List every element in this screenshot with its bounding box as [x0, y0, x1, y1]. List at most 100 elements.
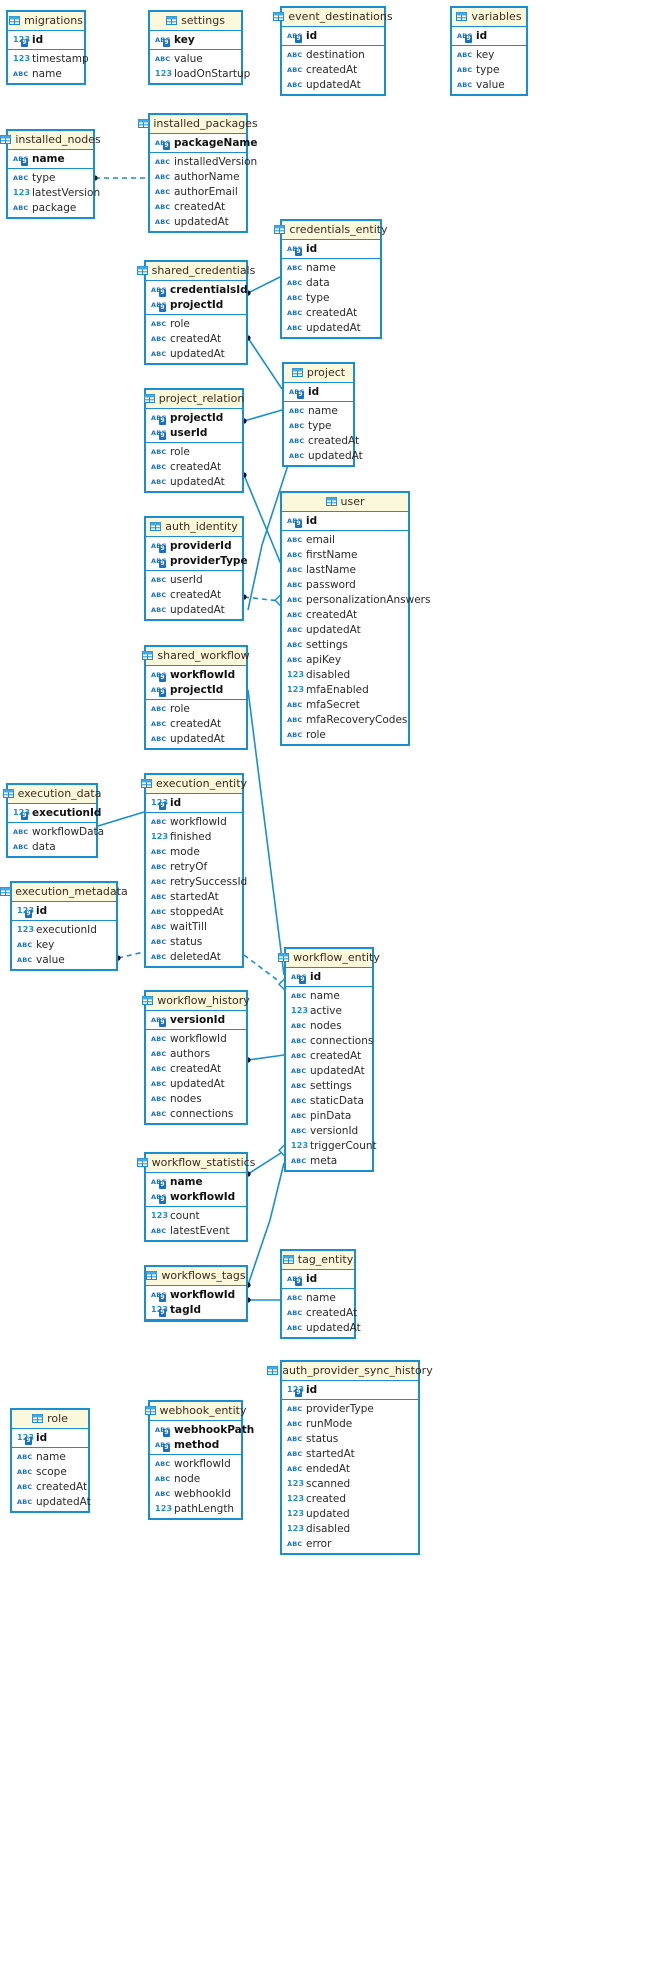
- column-name: id: [308, 385, 320, 398]
- primary-key-column: ABC9providerType: [146, 553, 248, 568]
- column-name: createdAt: [174, 200, 226, 213]
- primary-key-column: 1239id: [282, 1382, 418, 1397]
- numeric-type-icon: 123: [287, 669, 305, 679]
- column-name: webhookId: [174, 1487, 232, 1500]
- entity-table-project[interactable]: projectABC9idABCnameABCtypeABCcreatedAtA…: [282, 362, 363, 467]
- entity-table-execution_metadata[interactable]: execution_metadata1239id123executionIdAB…: [0, 881, 128, 971]
- column-name: createdAt: [306, 1306, 358, 1319]
- entity-table-execution_entity[interactable]: execution_entity1239idABCworkflowId123fi…: [140, 773, 247, 968]
- column-name: createdAt: [306, 63, 358, 76]
- entity-table-shared_workflow[interactable]: shared_workflowABC9workflowIdABC9project…: [142, 645, 250, 750]
- entity-table-workflow_entity[interactable]: workflow_entityABC9idABCname123activeABC…: [278, 947, 380, 1172]
- string-type-icon: ABC: [13, 203, 29, 212]
- entity-table-execution_data[interactable]: execution_data1239executionIdABCworkflow…: [2, 783, 104, 858]
- entity-table-settings[interactable]: settingsABC9keyABCvalue123loadOnStartup: [148, 10, 250, 85]
- column-name: createdAt: [36, 1480, 88, 1493]
- relationship-shared_credentials-to-project: [247, 337, 283, 390]
- primary-key-column: 1239id: [12, 1430, 88, 1445]
- string-type-icon: ABC: [151, 605, 167, 614]
- string-type-icon: ABC: [151, 734, 167, 743]
- primary-key-group: ABC9id: [452, 27, 526, 46]
- entity-title: user: [340, 495, 365, 508]
- entity-header: auth_provider_sync_history: [267, 1362, 433, 1381]
- entity-table-event_destinations[interactable]: event_destinationsABC9idABCdestinationAB…: [273, 6, 393, 96]
- primary-key-column: ABC9projectId: [146, 682, 246, 697]
- column-name: node: [174, 1472, 201, 1485]
- primary-key-column: ABC9id: [452, 28, 526, 43]
- column-name: id: [36, 1431, 48, 1444]
- entity-table-project_relation[interactable]: project_relationABC9projectIdABC9userIdA…: [143, 388, 244, 493]
- string-type-icon: ABC9: [151, 1193, 166, 1204]
- entity-table-workflow_statistics[interactable]: workflow_statisticsABC9nameABC9workflowI…: [136, 1152, 255, 1242]
- entity-title: webhook_entity: [159, 1404, 247, 1417]
- primary-key-column: ABC9workflowId: [146, 1189, 246, 1204]
- column-name: authorName: [174, 170, 240, 183]
- primary-key-column: ABC9name: [146, 1174, 246, 1189]
- entity-table-webhook_entity[interactable]: webhook_entityABC9webhookPathABC9methodA…: [144, 1400, 254, 1520]
- string-type-icon: ABC9: [151, 1291, 166, 1302]
- numeric-type-icon: 123: [151, 1210, 169, 1220]
- entity-header: installed_packages: [138, 115, 258, 134]
- entity-table-variables[interactable]: variablesABC9idABCkeyABCtypeABCvalue: [450, 6, 528, 96]
- numeric-type-icon: 123: [287, 1493, 305, 1503]
- primary-key-icon: 9: [21, 811, 28, 820]
- entity-table-migrations[interactable]: migrations1239id123timestampABCname: [6, 10, 89, 85]
- entity-table-auth_identity[interactable]: auth_identityABC9providerIdABC9providerT…: [144, 516, 248, 621]
- numeric-type-icon: 1239: [151, 1305, 168, 1317]
- column-name: pathLength: [174, 1502, 235, 1515]
- column-name: versionId: [310, 1124, 359, 1137]
- column-name: providerId: [170, 539, 232, 552]
- column-name: role: [170, 317, 190, 330]
- entity-table-credentials_entity[interactable]: credentials_entityABC9idABCnameABCdataAB…: [274, 219, 388, 339]
- relationship-shared_credentials-to-credentials_entity: [247, 276, 281, 294]
- entity-table-role[interactable]: role1239idABCnameABCscopeABCcreatedAtABC…: [10, 1408, 91, 1513]
- column-name: nodes: [170, 1092, 202, 1105]
- column-name: disabled: [306, 668, 351, 681]
- entity-header: variables: [452, 8, 526, 27]
- table-icon: [136, 1158, 148, 1167]
- string-type-icon: ABC: [151, 349, 167, 358]
- entity-table-user[interactable]: userABC9idABCemailABCfirstNameABClastNam…: [280, 491, 430, 746]
- column-name: timestamp: [32, 52, 89, 65]
- string-type-icon: ABC9: [151, 557, 166, 568]
- string-type-icon: ABC9: [151, 671, 166, 682]
- entity-table-installed_nodes[interactable]: installed_nodesABC9nameABCtype123latestV…: [0, 129, 101, 219]
- string-type-icon: ABC9: [289, 388, 304, 399]
- column-name: workflowId: [170, 668, 236, 681]
- entity-table-installed_packages[interactable]: installed_packagesABC9packageNameABCinst…: [138, 113, 258, 233]
- entity-table-auth_provider_sync_history[interactable]: auth_provider_sync_history1239idABCprovi…: [267, 1360, 433, 1555]
- entity-table-workflows_tags[interactable]: workflows_tagsABC9workflowId1239tagId: [144, 1265, 248, 1322]
- entity-table-tag_entity[interactable]: tag_entityABC9idABCnameABCcreatedAtABCup…: [280, 1249, 361, 1339]
- entity-table-workflow_history[interactable]: workflow_historyABC9versionIdABCworkflow…: [142, 990, 250, 1125]
- entity-table-shared_credentials[interactable]: shared_credentialsABC9credentialsIdABC9p…: [136, 260, 255, 365]
- column-name: updated: [306, 1507, 350, 1520]
- string-type-icon: ABC: [287, 565, 303, 574]
- primary-key-group: 1239id: [282, 1381, 418, 1400]
- column-name: stoppedAt: [170, 905, 224, 918]
- entity-header: installed_nodes: [0, 131, 101, 150]
- string-type-icon: ABC9: [457, 32, 472, 43]
- column-name: staticData: [310, 1094, 364, 1107]
- column-name: retryOf: [170, 860, 208, 873]
- entity-title: workflow_history: [157, 994, 250, 1007]
